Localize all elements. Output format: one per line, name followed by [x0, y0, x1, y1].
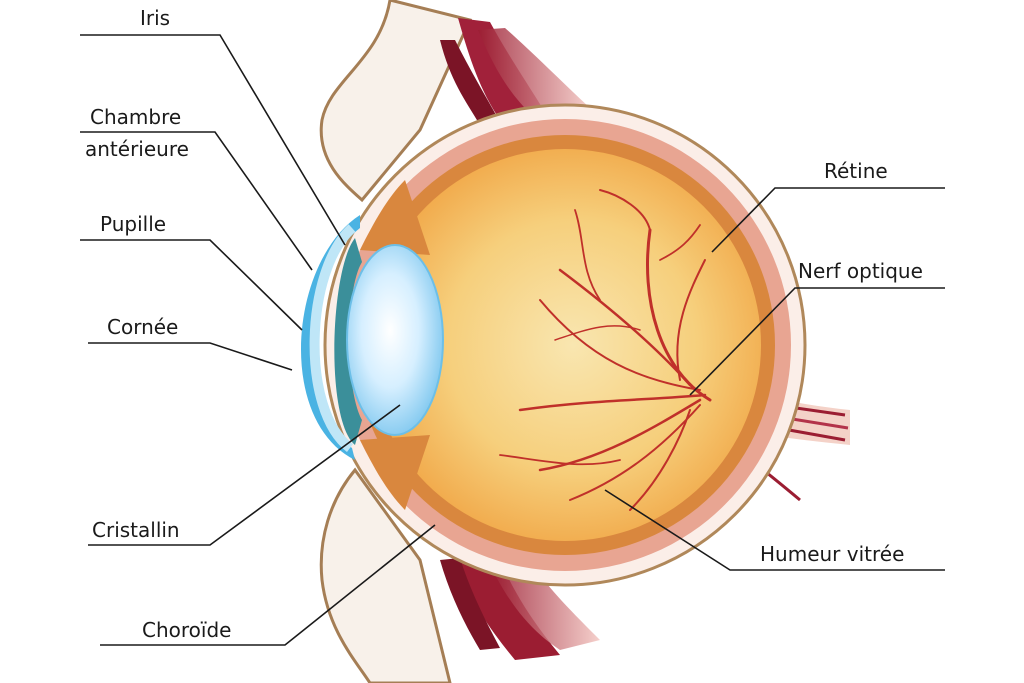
upper-eyelid	[319, 0, 473, 203]
leader-humeur	[604, 489, 945, 571]
cornea	[301, 215, 360, 460]
leader-chambre	[80, 131, 313, 271]
ciliary-body	[360, 180, 430, 255]
label-chambre-line1: Chambre	[90, 105, 181, 129]
label-cornee: Cornée	[107, 315, 178, 339]
label-humeur-vitree: Humeur vitrée	[760, 542, 904, 566]
label-choroide: Choroïde	[142, 618, 231, 642]
leader-lines	[80, 34, 945, 646]
leader-pupille	[80, 239, 303, 331]
leader-retine	[711, 187, 945, 253]
lower-eye-muscles	[440, 558, 600, 660]
label-cristallin: Cristallin	[92, 518, 180, 542]
lower-eyelid	[319, 467, 452, 683]
upper-eye-muscles	[440, 18, 590, 125]
retinal-blood-vessels	[499, 189, 712, 511]
leader-choroide	[100, 524, 436, 646]
label-chambre-line2: antérieure	[85, 137, 189, 161]
label-nerf-optique: Nerf optique	[798, 259, 923, 283]
label-pupille: Pupille	[100, 212, 166, 236]
ciliary-body-lower	[360, 435, 430, 510]
cornea-inner	[309, 224, 356, 452]
leader-iris	[80, 34, 346, 246]
leader-nerf	[689, 287, 945, 396]
crystalline-lens	[346, 244, 444, 436]
leader-cornee	[88, 342, 293, 371]
label-retine: Rétine	[824, 159, 888, 183]
label-iris: Iris	[140, 6, 170, 30]
leader-cristallin	[88, 404, 401, 546]
